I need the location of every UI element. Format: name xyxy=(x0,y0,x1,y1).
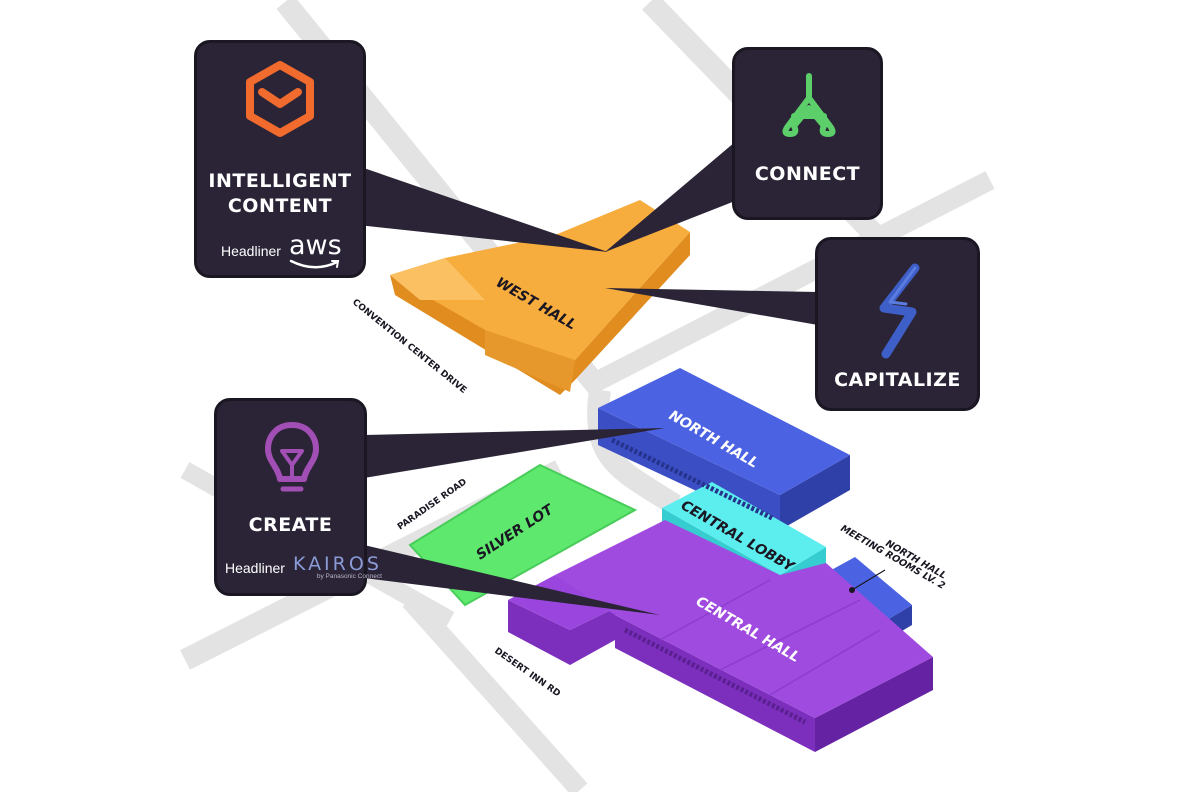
wedge-capitalize xyxy=(605,288,818,325)
wedge-create-north xyxy=(364,428,665,478)
headliner-aws: Headliner aws xyxy=(221,230,342,269)
kairos-logo-text: KAIROS xyxy=(292,553,382,575)
central-hall-side-left xyxy=(615,615,815,752)
road-upper-diagonal xyxy=(585,171,995,394)
central-hall[interactable] xyxy=(508,520,933,752)
central-hall-seams xyxy=(659,579,881,696)
aws-logo-text: aws xyxy=(288,230,342,261)
central-hall-top xyxy=(555,520,933,718)
card-create[interactable]: CREATE Headliner KAIROS by Panasonic Con… xyxy=(214,398,382,596)
central-lobby-top xyxy=(662,482,826,575)
west-hall-lower xyxy=(485,330,575,392)
aws-logo: aws xyxy=(288,230,342,269)
card-connect[interactable]: CONNECT xyxy=(732,47,883,220)
central-hall-annex-side xyxy=(508,600,615,665)
lightbulb-icon xyxy=(265,422,319,492)
lightning-bolt-icon xyxy=(879,263,920,359)
road-desert-inn xyxy=(402,593,588,792)
card-title-capitalize: CAPITALIZE xyxy=(834,369,961,391)
west-hall-top xyxy=(390,200,690,360)
hexagon-box-icon xyxy=(246,61,314,137)
card-capitalize[interactable]: CAPITALIZE xyxy=(815,237,980,411)
kairos-logo: KAIROS by Panasonic Connect xyxy=(292,553,382,581)
central-lobby[interactable] xyxy=(662,482,826,590)
west-hall[interactable] xyxy=(390,200,690,395)
kairos-logo-subtext: by Panasonic Connect xyxy=(316,573,382,580)
north-hall-side-right xyxy=(780,455,850,530)
headliner-kairos: Headliner KAIROS by Panasonic Connect xyxy=(225,553,382,581)
west-hall-wing xyxy=(390,258,485,300)
pointer-wedges xyxy=(355,142,818,615)
triangle-nodes-icon xyxy=(782,73,836,137)
card-title-connect: CONNECT xyxy=(754,163,861,185)
central-hall-side-right xyxy=(815,657,933,752)
card-intelligent-content[interactable]: INTELLIGENT CONTENT Headliner aws xyxy=(194,40,366,278)
meeting-rooms-leader xyxy=(851,569,886,591)
meeting-rooms-dot xyxy=(849,587,855,593)
north-hall-top xyxy=(598,368,850,495)
wedge-intelligent-content xyxy=(355,165,608,252)
headliner-label: Headliner xyxy=(221,243,281,259)
central-hall-vents xyxy=(623,627,807,725)
wedge-create-central xyxy=(364,545,660,615)
wedge-connect xyxy=(605,142,758,252)
headliner-label-create: Headliner xyxy=(225,559,285,576)
aws-smile-icon xyxy=(290,259,340,269)
card-title-create: CREATE xyxy=(248,514,333,536)
card-title-intelligent-content: INTELLIGENT CONTENT xyxy=(208,170,352,217)
